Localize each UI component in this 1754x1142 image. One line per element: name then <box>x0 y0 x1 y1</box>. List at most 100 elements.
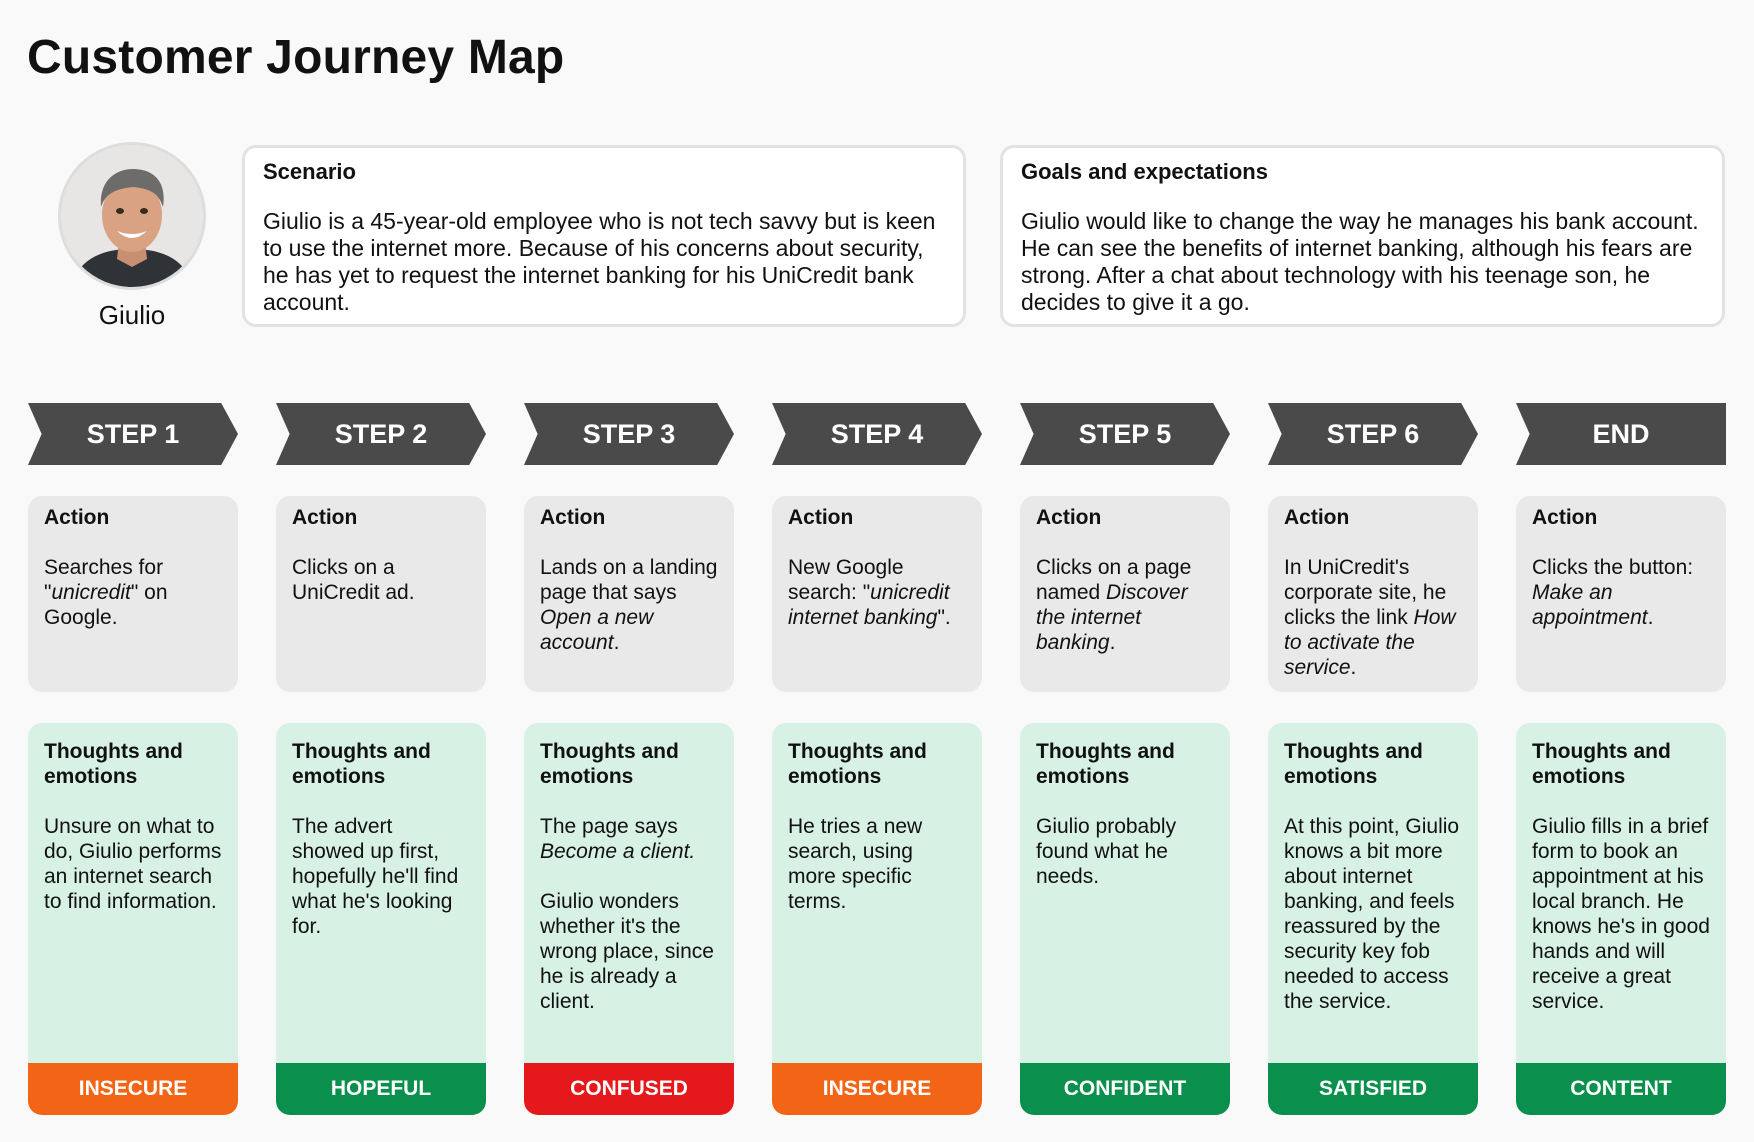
goals-card: Goals and expectations Giulio would like… <box>1000 145 1725 327</box>
scenario-text: Giulio is a 45-year-old employee who is … <box>263 208 936 315</box>
text-run: . <box>1647 606 1654 629</box>
goals-title: Goals and expectations <box>1021 159 1268 184</box>
text-run: In UniCredit's corporate site, he clicks… <box>1284 556 1447 629</box>
emotion-badge-6: SATISFIED <box>1268 1063 1478 1115</box>
action-text: Clicks on a UniCredit ad. <box>292 555 470 605</box>
action-text: Clicks on a page named Discover the inte… <box>1036 555 1214 655</box>
step-header-6: STEP 6 <box>1268 403 1478 465</box>
text-run: unicredit internet banking <box>788 581 950 629</box>
text-run: . <box>1350 656 1357 679</box>
step-header-3: STEP 3 <box>524 403 734 465</box>
thoughts-content: Thoughts and emotions At this point, Giul… <box>1268 723 1478 1014</box>
thoughts-text: The advert showed up first, hopefully he… <box>292 814 470 939</box>
text-run: Giulio wonders whether it's the wrong pl… <box>540 890 714 1013</box>
thoughts-label: Thoughts and emotions <box>540 740 679 788</box>
action-text: Clicks the button: Make an appointment. <box>1532 555 1710 630</box>
action-label: Action <box>1036 506 1102 529</box>
thoughts-label: Thoughts and emotions <box>44 740 183 788</box>
text-run: The page says <box>540 815 678 838</box>
thoughts-label: Thoughts and emotions <box>292 740 431 788</box>
action-label: Action <box>788 506 854 529</box>
text-run: At this point, Giulio knows a bit more a… <box>1284 815 1460 1013</box>
action-label: Action <box>292 506 358 529</box>
text-run: Giulio probably found what he needs. <box>1036 815 1177 888</box>
page-title: Customer Journey Map <box>27 31 565 84</box>
step-header-7: END <box>1516 403 1726 465</box>
emotion-badge-4: INSECURE <box>772 1063 982 1115</box>
text-run: " on Google. <box>44 581 168 629</box>
text-run: How to activate the service <box>1284 606 1456 679</box>
action-text: Searches for "unicredit" on Google. <box>44 555 222 630</box>
action-text: Lands on a landing page that says Open a… <box>540 555 718 655</box>
text-run: ". <box>937 606 951 629</box>
action-label: Action <box>44 506 110 529</box>
thoughts-text: Giulio probably found what he needs. <box>1036 814 1214 889</box>
text-run: . <box>1109 631 1116 654</box>
thoughts-text: At this point, Giulio knows a bit more a… <box>1284 814 1462 1014</box>
thoughts-card-4: Thoughts and emotions He tries a new sear… <box>772 723 982 1115</box>
thoughts-paragraph: The advert showed up first, hopefully he… <box>292 814 470 939</box>
thoughts-paragraph: Unsure on what to do, Giulio performs an… <box>44 814 222 914</box>
thoughts-paragraph: At this point, Giulio knows a bit more a… <box>1284 814 1462 1014</box>
thoughts-label: Thoughts and emotions <box>1532 740 1671 788</box>
persona: Giulio <box>52 142 212 331</box>
persona-name: Giulio <box>98 300 166 330</box>
action-text: New Google search: "unicredit internet b… <box>788 555 966 630</box>
text-run: unicredit <box>51 581 131 604</box>
emotion-badge-2: HOPEFUL <box>276 1063 486 1115</box>
avatar <box>58 142 206 290</box>
text-run: Clicks the button: <box>1532 556 1694 579</box>
text-run: . <box>613 631 620 654</box>
text-run: He tries a new search, using more specif… <box>788 815 923 913</box>
step-header-2: STEP 2 <box>276 403 486 465</box>
text-run: Become a client. <box>540 840 696 863</box>
text-run: Searches for " <box>44 556 164 604</box>
thoughts-paragraph: Giulio probably found what he needs. <box>1036 814 1214 889</box>
emotion-badge-5: CONFIDENT <box>1020 1063 1230 1115</box>
thoughts-paragraph: Giulio fills in a brief form to book an … <box>1532 814 1710 1014</box>
thoughts-card-6: Thoughts and emotions At this point, Giul… <box>1268 723 1478 1115</box>
thoughts-text: The page says Become a client. Giulio won… <box>540 814 718 1014</box>
text-run: Lands on a landing page that says <box>540 556 718 604</box>
goals-text: Giulio would like to change the way he m… <box>1021 208 1699 315</box>
person-photo-icon <box>61 145 203 287</box>
emotion-badge-7: CONTENT <box>1516 1063 1726 1115</box>
thoughts-label: Thoughts and emotions <box>788 740 927 788</box>
text-run: Make an appointment <box>1532 581 1648 629</box>
step-header-1: STEP 1 <box>28 403 238 465</box>
step-header-5: STEP 5 <box>1020 403 1230 465</box>
scenario-title: Scenario <box>263 159 356 184</box>
emotion-badge-1: INSECURE <box>28 1063 238 1115</box>
step-header-4: STEP 4 <box>772 403 982 465</box>
thoughts-text: Unsure on what to do, Giulio performs an… <box>44 814 222 914</box>
thoughts-paragraph: He tries a new search, using more specif… <box>788 814 966 914</box>
scenario-card: Scenario Giulio is a 45-year-old employe… <box>242 145 966 327</box>
thoughts-content: Thoughts and emotions He tries a new sear… <box>772 723 982 914</box>
thoughts-text: He tries a new search, using more specif… <box>788 814 966 914</box>
text-run: Open a new account <box>540 606 654 654</box>
text-run: The advert showed up first, hopefully he… <box>292 815 459 938</box>
text-run: Giulio fills in a brief form to book an … <box>1532 815 1710 1013</box>
emotion-badge-3: CONFUSED <box>524 1063 734 1115</box>
thoughts-paragraph: The page says Become a client. <box>540 814 718 864</box>
text-run: Discover the internet banking <box>1036 581 1188 654</box>
thoughts-label: Thoughts and emotions <box>1284 740 1423 788</box>
thoughts-label: Thoughts and emotions <box>1036 740 1175 788</box>
text-run: Unsure on what to do, Giulio performs an… <box>44 815 222 913</box>
text-run: Clicks on a UniCredit ad. <box>292 556 415 604</box>
action-label: Action <box>1532 506 1598 529</box>
